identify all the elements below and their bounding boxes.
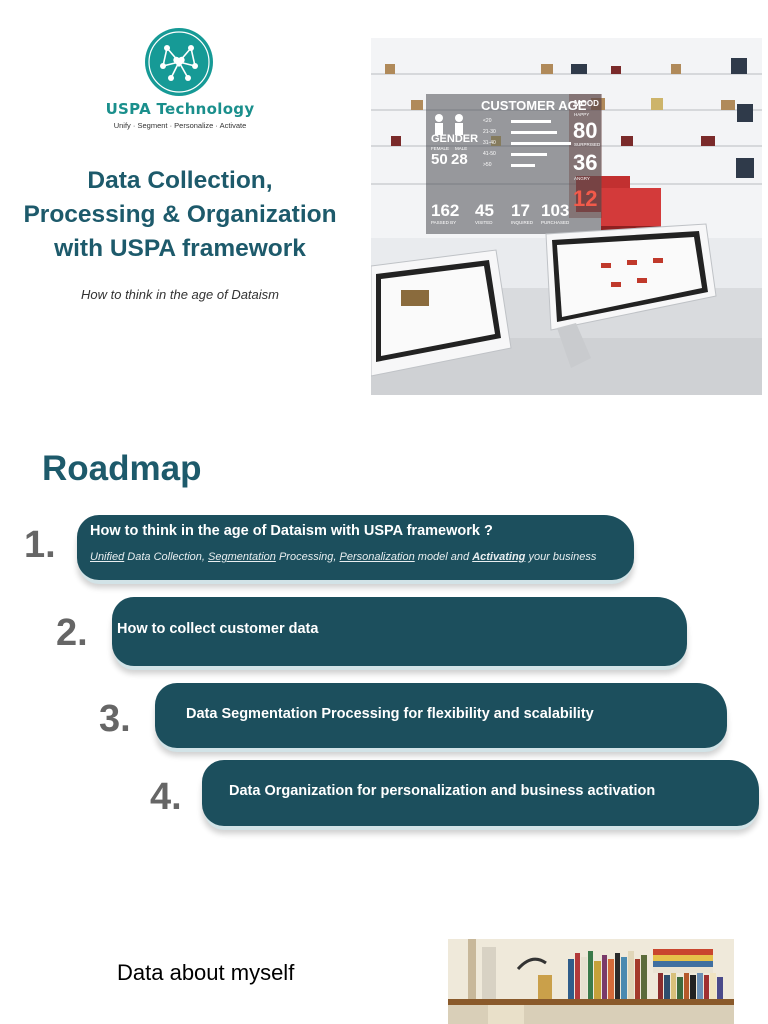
roadmap-item-title: Data Organization for personalization an… [229,783,656,799]
title-line: Data Collection, [87,167,273,194]
step-number: 4. [150,776,182,818]
slide-subtitle: How to think in the age of Dataism [81,287,279,302]
overlay-surprised-value: 36 [573,150,597,175]
overlay-male: MALE [455,146,467,151]
roadmap-item-title: Data Segmentation Processing for flexibi… [186,706,594,722]
overlay-inquired-label: INQUIRED [511,220,534,225]
bookshelf-photo [448,939,734,1024]
roadmap-item-2: How to collect customer data [112,597,687,666]
title-line: Processing & Organization [23,201,337,228]
overlay-mood: MOOD [574,99,599,108]
overlay-surprised-label: SURPRISED [574,142,601,147]
roadmap-item-3: Data Segmentation Processing for flexibi… [155,683,727,748]
overlay-purchased-label: PURCHASED [541,220,570,225]
roadmap-item-title: How to collect customer data [117,621,319,637]
overlay-age-row: >50 [483,162,492,168]
overlay-purchased-value: 103 [541,201,569,220]
overlay-happy-value: 80 [573,118,597,143]
overlay-visited-label: VISITED [475,220,493,225]
overlay-passed-value: 162 [431,201,459,220]
overlay-age-row: 41-50 [483,151,496,157]
overlay-passed-label: PASSED BY [431,220,456,225]
overlay-angry-label: ANGRY [574,176,590,181]
overlay-gender: GENDER [431,133,478,145]
title-line: with USPA framework [54,235,306,262]
uspa-logo-icon [145,28,213,96]
overlay-visited-value: 45 [475,201,494,220]
overlay-age-row: 21-30 [483,129,496,135]
roadmap-item-title: How to think in the age of Dataism with … [90,523,493,539]
overlay-age-row: 31-40 [483,140,496,146]
retail-store-photo: CUSTOMER AGE MOOD HAPPY 80 SURPRISED 36 … [371,38,762,395]
step-number: 3. [99,698,131,740]
overlay-male-count: 28 [451,151,468,168]
overlay-female-count: 50 [431,151,448,168]
step-number: 1. [24,524,56,566]
brand-tagline: Unify · Segment · Personalize · Activate [113,121,247,130]
step-number: 2. [56,612,88,654]
roadmap-item-4: Data Organization for personalization an… [202,760,759,826]
slide-title: Data Collection, Processing & Organizati… [0,164,360,266]
roadmap-item-subtitle: Unified Data Collection, Segmentation Pr… [90,551,597,563]
brand-name: USPA Technology [105,100,255,118]
overlay-female: FEMALE [431,146,449,151]
roadmap-item-1: How to think in the age of Dataism with … [77,515,634,580]
overlay-age-row: <20 [483,118,492,124]
overlay-angry-value: 12 [573,186,597,211]
data-about-myself-label: Data about myself [117,960,295,985]
overlay-inquired-value: 17 [511,201,530,220]
overlay-happy-label: HAPPY [574,112,589,117]
roadmap-heading: Roadmap [42,449,202,488]
overlay-customer-age: CUSTOMER AGE [481,98,587,113]
